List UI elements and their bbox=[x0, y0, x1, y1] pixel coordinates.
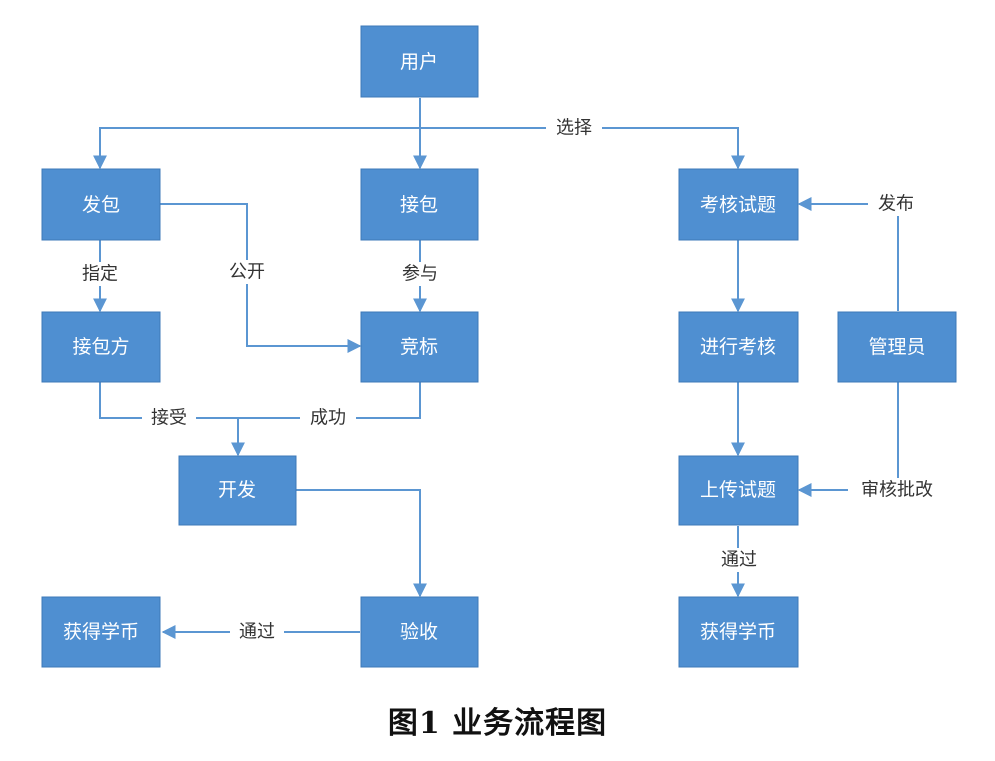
svg-text:接包方: 接包方 bbox=[72, 336, 129, 358]
svg-text:开发: 开发 bbox=[218, 479, 256, 501]
node-huode-xuebi-left: 获得学币 bbox=[41, 596, 161, 668]
svg-text:选择: 选择 bbox=[556, 118, 592, 139]
edge-guanliyuan-to-shangchuan bbox=[797, 382, 899, 497]
node-huode-xuebi-right: 获得学币 bbox=[678, 596, 799, 668]
edge-label-canyu: 参与 bbox=[394, 262, 446, 286]
svg-text:审核批改: 审核批改 bbox=[861, 480, 933, 501]
node-user: 用户 bbox=[360, 25, 479, 98]
svg-text:上传试题: 上传试题 bbox=[700, 479, 776, 501]
edge-label-zhiding: 指定 bbox=[74, 262, 126, 286]
svg-text:获得学币: 获得学币 bbox=[700, 621, 776, 643]
edge-label-shenhe-pigai: 审核批改 bbox=[848, 478, 946, 502]
edge-label-tongguo-right: 通过 bbox=[712, 548, 766, 572]
svg-text:发布: 发布 bbox=[878, 194, 914, 215]
svg-text:接受: 接受 bbox=[151, 408, 187, 429]
edge-xuanze-right bbox=[420, 127, 745, 170]
business-flow-diagram: 选择 指定 公开 参与 发布 接受 成功 审核批改 通过 通过 用户 bbox=[41, 25, 957, 668]
svg-text:进行考核: 进行考核 bbox=[700, 336, 776, 358]
svg-text:指定: 指定 bbox=[82, 264, 118, 285]
svg-text:管理员: 管理员 bbox=[868, 336, 925, 358]
edge-label-fabu: 发布 bbox=[868, 192, 924, 216]
node-guanliyuan: 管理员 bbox=[837, 311, 957, 383]
svg-text:成功: 成功 bbox=[310, 408, 346, 429]
svg-text:获得学币: 获得学币 bbox=[63, 621, 139, 643]
node-kaohe-shiti: 考核试题 bbox=[678, 168, 799, 241]
node-kaifa: 开发 bbox=[178, 455, 297, 526]
edge-label-gongkai: 公开 bbox=[221, 260, 273, 284]
svg-text:验收: 验收 bbox=[400, 621, 438, 643]
node-jiebaofang: 接包方 bbox=[41, 311, 161, 383]
node-jinxing-kaohe: 进行考核 bbox=[678, 311, 799, 383]
node-shangchuan-shiti: 上传试题 bbox=[678, 455, 799, 526]
svg-text:公开: 公开 bbox=[229, 262, 265, 283]
edge-label-jieshou: 接受 bbox=[142, 406, 196, 430]
svg-text:竞标: 竞标 bbox=[400, 336, 438, 358]
svg-text:接包: 接包 bbox=[400, 194, 438, 216]
edge-label-chenggong: 成功 bbox=[300, 406, 356, 430]
node-jingbiao: 竞标 bbox=[360, 311, 479, 383]
edge-jingbiao-to-kaifa bbox=[238, 382, 421, 419]
node-yanshou: 验收 bbox=[360, 596, 479, 668]
svg-text:用户: 用户 bbox=[400, 51, 438, 73]
edge-label-tongguo-left: 通过 bbox=[230, 620, 284, 644]
figure-caption: 图1 业务流程图 bbox=[387, 706, 608, 741]
svg-text:发包: 发包 bbox=[82, 194, 120, 216]
svg-text:通过: 通过 bbox=[721, 550, 757, 571]
node-fabao: 发包 bbox=[41, 168, 161, 241]
edge-xuanze-left bbox=[93, 127, 420, 170]
edge-guanliyuan-to-kaohe bbox=[797, 197, 899, 311]
edge-kaifa-to-yanshou bbox=[296, 489, 427, 598]
svg-text:参与: 参与 bbox=[402, 264, 438, 285]
svg-text:通过: 通过 bbox=[239, 622, 275, 643]
edge-label-xuanze: 选择 bbox=[546, 116, 602, 140]
svg-text:考核试题: 考核试题 bbox=[700, 194, 776, 216]
node-jiebao: 接包 bbox=[360, 168, 479, 241]
